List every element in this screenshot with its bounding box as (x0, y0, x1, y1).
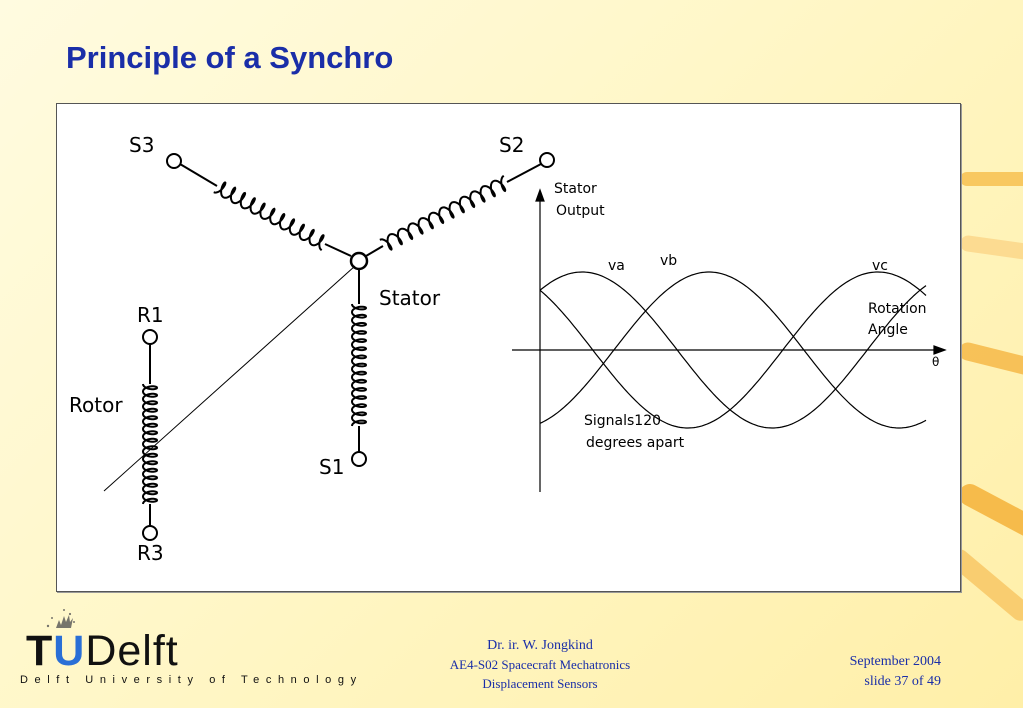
x-axis-label-line2: Angle (868, 322, 908, 338)
background-stripe (959, 234, 1023, 262)
stator-winding-s2 (365, 163, 542, 257)
label-s3: S3 (129, 133, 154, 157)
logo-u: U (53, 627, 86, 675)
stator-winding-s1 (350, 269, 368, 452)
label-s2: S2 (499, 133, 524, 157)
terminal-r3 (142, 525, 158, 541)
label-stator: Stator (379, 286, 441, 310)
footer-date: September 2004 (849, 654, 941, 669)
background-stripe (957, 340, 1023, 378)
x-axis-label-line1: Rotation (868, 301, 927, 317)
footer-slide-number: slide 37 of 49 (864, 674, 941, 689)
logo-t: T (26, 627, 54, 675)
rotor-axis-line (103, 265, 356, 492)
background-stripe (955, 480, 1023, 542)
y-axis-label-line1: Stator (554, 181, 597, 197)
curve-vc (539, 271, 927, 429)
label-rotor: Rotor (69, 393, 123, 417)
series-label-va: va (608, 258, 625, 274)
background-stripe (960, 172, 1023, 186)
diagram-panel: S3 S2 S1 R1 R3 Stator Rotor Stator Outpu… (56, 103, 961, 592)
tu-delft-logo: TUDelft (26, 628, 179, 674)
note-line2: degrees apart (586, 435, 685, 451)
label-r3: R3 (137, 541, 164, 565)
label-s1: S1 (319, 455, 344, 479)
footer-right: September 2004 slide 37 of 49 (850, 652, 941, 692)
footer-author: Dr. ir. W. Jongkind (487, 638, 593, 653)
label-r1: R1 (137, 303, 164, 327)
stator-hub (349, 251, 369, 271)
series-label-vc: vc (872, 258, 888, 274)
logo-tu: TU (26, 627, 85, 675)
stator-winding-s3 (179, 163, 352, 257)
terminal-s2 (539, 152, 555, 168)
note-line1: Signals120 (584, 413, 661, 429)
footer-course: AE4-S02 Spacecraft Mechatronics (449, 657, 631, 672)
slide-title: Principle of a Synchro (66, 40, 394, 75)
curve-vb (539, 271, 927, 429)
tu-delft-flame-icon (46, 609, 75, 628)
footer-topic: Displacement Sensors (482, 676, 598, 691)
curve-va (539, 271, 927, 429)
x-axis-symbol: θ (932, 355, 939, 369)
series-label-vb: vb (660, 253, 677, 269)
plot-axes (512, 188, 947, 492)
rotor-winding (141, 344, 159, 526)
y-axis-label-line2: Output (556, 203, 605, 219)
synchro-diagram: S3 S2 S1 R1 R3 Stator Rotor Stator Outpu… (69, 133, 947, 565)
footer-center: Dr. ir. W. Jongkind AE4-S02 Spacecraft M… (390, 636, 690, 693)
terminal-s1 (351, 451, 367, 467)
logo-delft: Delft (85, 627, 179, 675)
terminal-s3 (166, 153, 182, 169)
terminal-r1 (142, 329, 158, 345)
logo-subtitle: Delft University of Technology (20, 674, 363, 686)
